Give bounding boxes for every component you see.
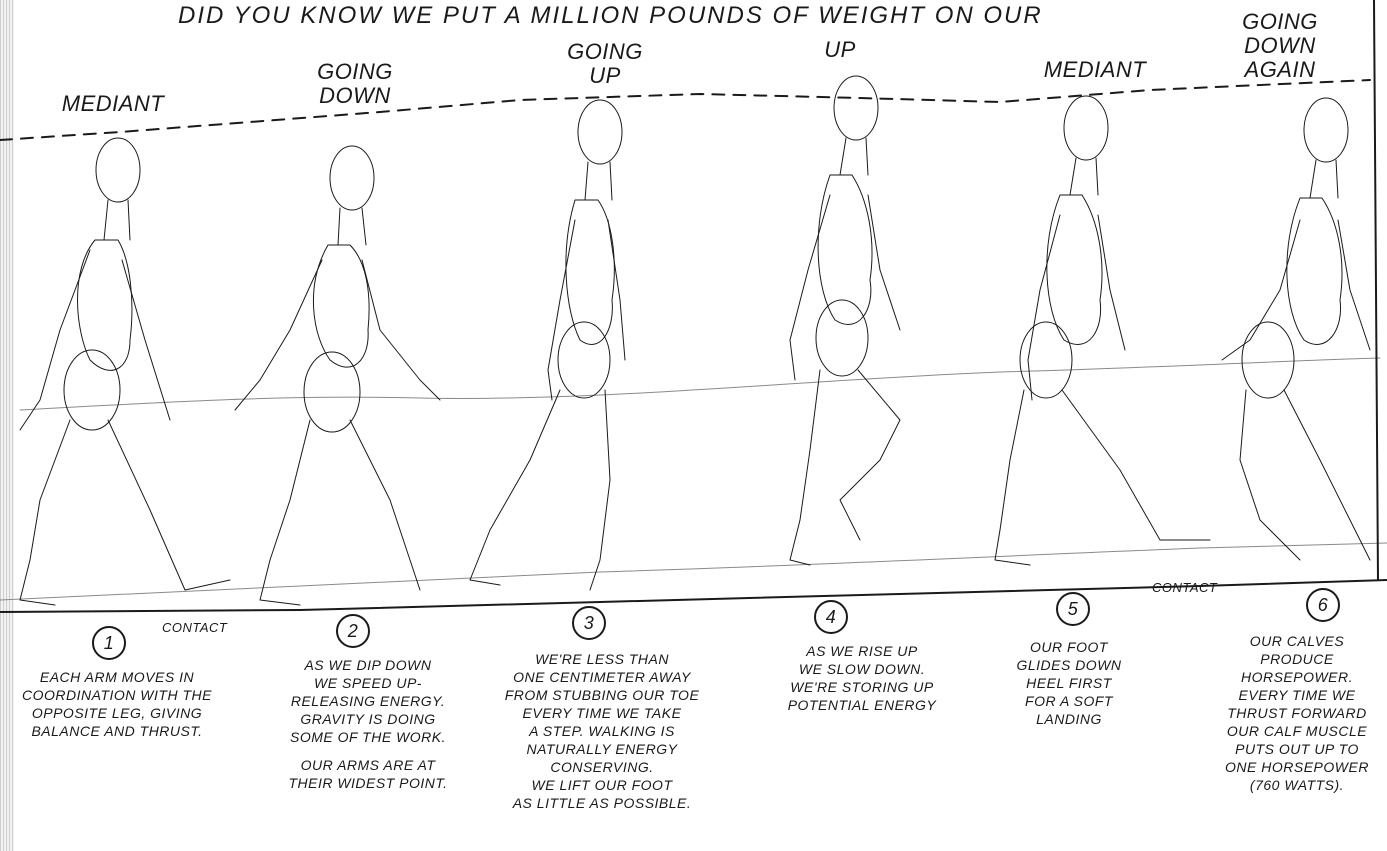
figure-1 [20, 138, 230, 605]
phase-6-label: GOING DOWN AGAIN [1230, 10, 1330, 82]
phase-4-number: 4 [814, 600, 848, 634]
phase-1-number: 1 [92, 626, 126, 660]
phase-4-label: UP [810, 38, 870, 62]
phase-5-number: 5 [1056, 592, 1090, 626]
figure-4 [790, 76, 900, 565]
phase-3-number: 3 [572, 606, 606, 640]
phase-2-number: 2 [336, 614, 370, 648]
phase-2-description: AS WE DIP DOWN WE SPEED UP- RELEASING EN… [268, 656, 468, 792]
figure-2 [235, 146, 440, 605]
phase-6-description: OUR CALVES PRODUCE HORSEPOWER. EVERY TIM… [1212, 632, 1382, 794]
head-height-dashed-line [0, 80, 1370, 140]
phase-3-description: WE'RE LESS THAN ONE CENTIMETER AWAY FROM… [492, 650, 712, 812]
phase-1-label: MEDIANT [48, 92, 178, 116]
phase-6-number: 6 [1306, 588, 1340, 622]
figure-3 [470, 100, 625, 590]
phase-1-description: EACH ARM MOVES IN COORDINATION WITH the … [12, 668, 222, 740]
figure-6 [1222, 98, 1370, 560]
contact-label-5: CONTACT [1152, 580, 1217, 595]
phase-2-label: GOING DOWN [300, 60, 410, 108]
phase-5-description: OUR FOOT GLIDES DOWN HEEL FIRST FOR A SO… [994, 638, 1144, 728]
phase-5-label: MEDIANT [1030, 58, 1160, 82]
phase-3-label: GOING UP [560, 40, 650, 88]
hip-guide-line [20, 358, 1380, 410]
frame-right-edge [1374, 0, 1378, 580]
contact-label-1: CONTACT [162, 620, 227, 635]
figure-5 [995, 96, 1210, 565]
phase-4-description: AS WE RISE UP WE SLOW DOWN. WE'RE STORIN… [762, 642, 962, 714]
